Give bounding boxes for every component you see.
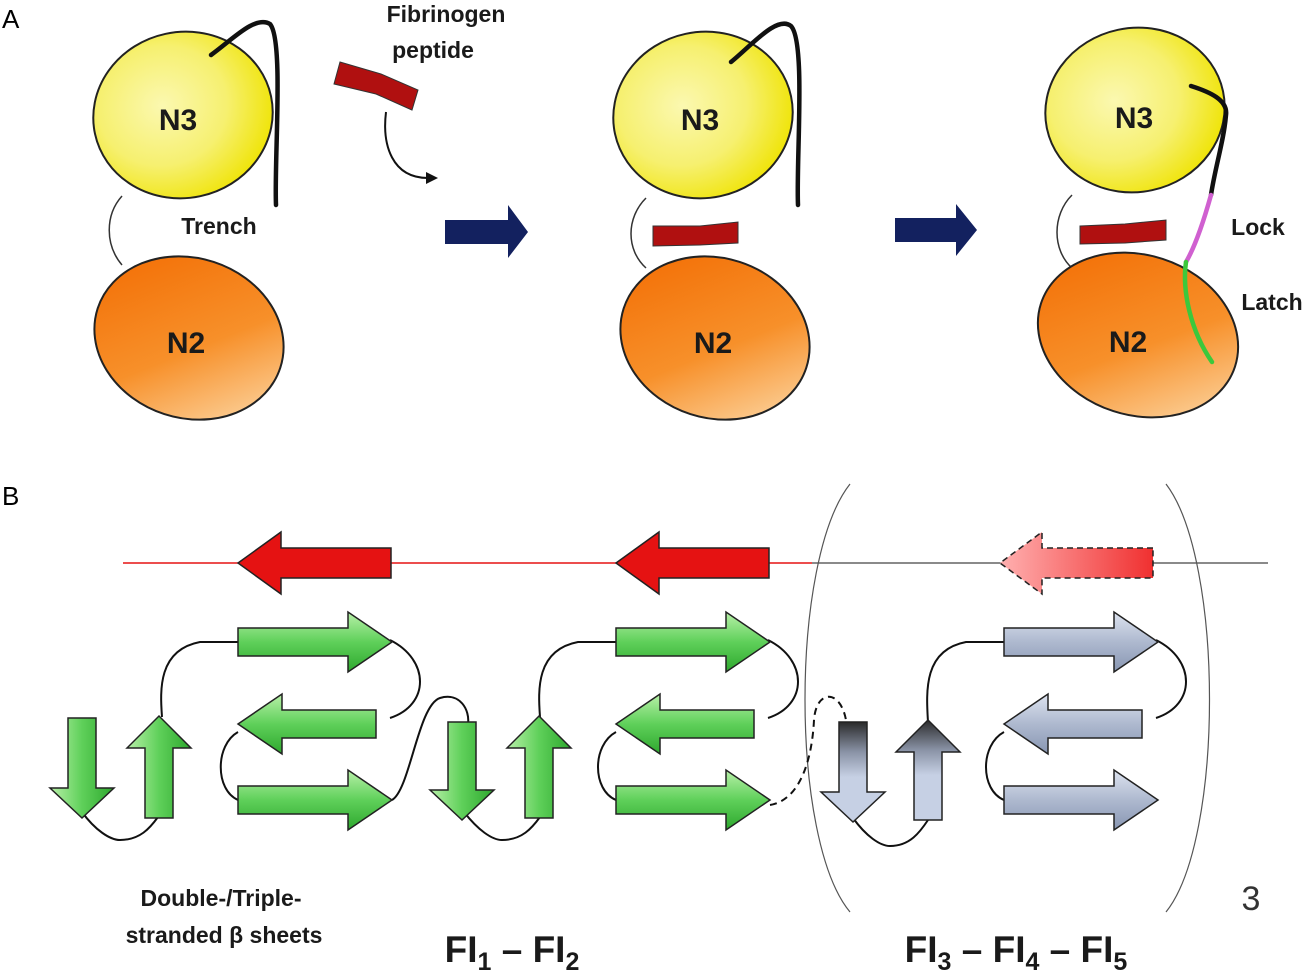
n3-domain <box>612 30 794 200</box>
loop <box>538 641 616 718</box>
beta-strand-up <box>505 714 573 819</box>
beta-strand-right <box>237 768 394 832</box>
caption-line2: stranded β sheets <box>126 922 323 948</box>
binding-arrowhead <box>426 172 438 184</box>
loop <box>81 811 159 842</box>
binding-arrow-line <box>384 111 429 179</box>
latch-label: Latch <box>1241 289 1302 315</box>
beta-strand-right <box>237 610 394 674</box>
caption-line1: Double-/Triple- <box>141 885 302 911</box>
beta-strand-up <box>894 718 962 821</box>
loop <box>926 641 1004 723</box>
n3-label: N3 <box>159 104 197 137</box>
stage-1: N3 N2 Trench Fibrinogen peptide <box>92 1 506 421</box>
lock-label: Lock <box>1231 214 1285 240</box>
c-terminal-tail <box>208 19 280 208</box>
trench-linker <box>630 197 647 269</box>
c-terminal-tail <box>1188 83 1229 198</box>
beta-strand-left <box>236 692 377 756</box>
n2-domain <box>93 255 285 421</box>
fi3-fi4-fi5-label: FI3 – FI4 – FI5 <box>905 929 1128 976</box>
inter-module-loop <box>391 695 470 801</box>
peptide-strand-red <box>236 530 392 596</box>
beta-strand-left <box>1002 692 1143 756</box>
panel-letter-b: B <box>2 481 19 511</box>
n2-label: N2 <box>167 327 205 360</box>
beta-strand-right <box>1003 768 1160 832</box>
c-terminal-tail <box>728 21 802 208</box>
left-bracket <box>804 483 851 913</box>
repeat-count: 3 <box>1242 880 1261 918</box>
loop <box>389 639 421 719</box>
loop <box>463 811 541 842</box>
dashed-inter-module-loop <box>769 695 847 806</box>
fi-module-3 <box>819 610 1187 848</box>
panel-letter-a: A <box>2 4 20 34</box>
fi-module-1 <box>48 610 421 842</box>
beta-strand-down <box>819 721 887 824</box>
bound-peptide <box>1079 219 1167 245</box>
fi1-fi2-label: FI1 – FI2 <box>445 929 580 976</box>
beta-strand-up <box>125 714 193 819</box>
transition-arrow-2 <box>895 204 977 256</box>
trench-linker <box>108 195 123 266</box>
loop <box>160 641 238 718</box>
loop <box>852 817 929 848</box>
latch-segment <box>1182 259 1215 365</box>
beta-strand-right <box>615 610 772 674</box>
trench-label: Trench <box>181 213 256 239</box>
peptide-strand-ghost <box>998 530 1154 596</box>
n3-domain <box>1044 26 1226 194</box>
right-bracket <box>1165 483 1211 913</box>
beta-strand-down <box>48 717 116 820</box>
loop <box>985 731 1005 801</box>
stage-3: N3 N2 Lock Latch <box>1036 26 1303 419</box>
beta-strand-right <box>615 768 772 832</box>
n2-domain <box>619 255 811 421</box>
loop <box>1155 639 1187 719</box>
n3-domain <box>92 30 274 200</box>
beta-strand-left <box>614 692 755 756</box>
n3-label: N3 <box>681 104 719 137</box>
n2-label: N2 <box>694 327 732 360</box>
trench-linker <box>1056 194 1073 269</box>
fibrinogen-peptide <box>333 61 419 111</box>
peptide-strand-red <box>614 530 770 596</box>
n2-label: N2 <box>1109 326 1147 359</box>
loop <box>219 731 239 801</box>
lock-segment <box>1183 192 1214 265</box>
fibrinogen-label-line2: peptide <box>392 37 474 63</box>
loop <box>767 639 799 719</box>
beta-strand-down <box>428 721 496 822</box>
fibrinogen-label-line1: Fibrinogen <box>387 1 506 27</box>
loop <box>597 731 617 801</box>
fi-module-2 <box>428 610 799 842</box>
stage-2: N3 N2 <box>612 21 811 421</box>
beta-strand-right <box>1003 610 1160 674</box>
bound-peptide <box>652 221 739 247</box>
transition-arrow-1 <box>445 205 528 258</box>
n3-label: N3 <box>1115 102 1153 135</box>
